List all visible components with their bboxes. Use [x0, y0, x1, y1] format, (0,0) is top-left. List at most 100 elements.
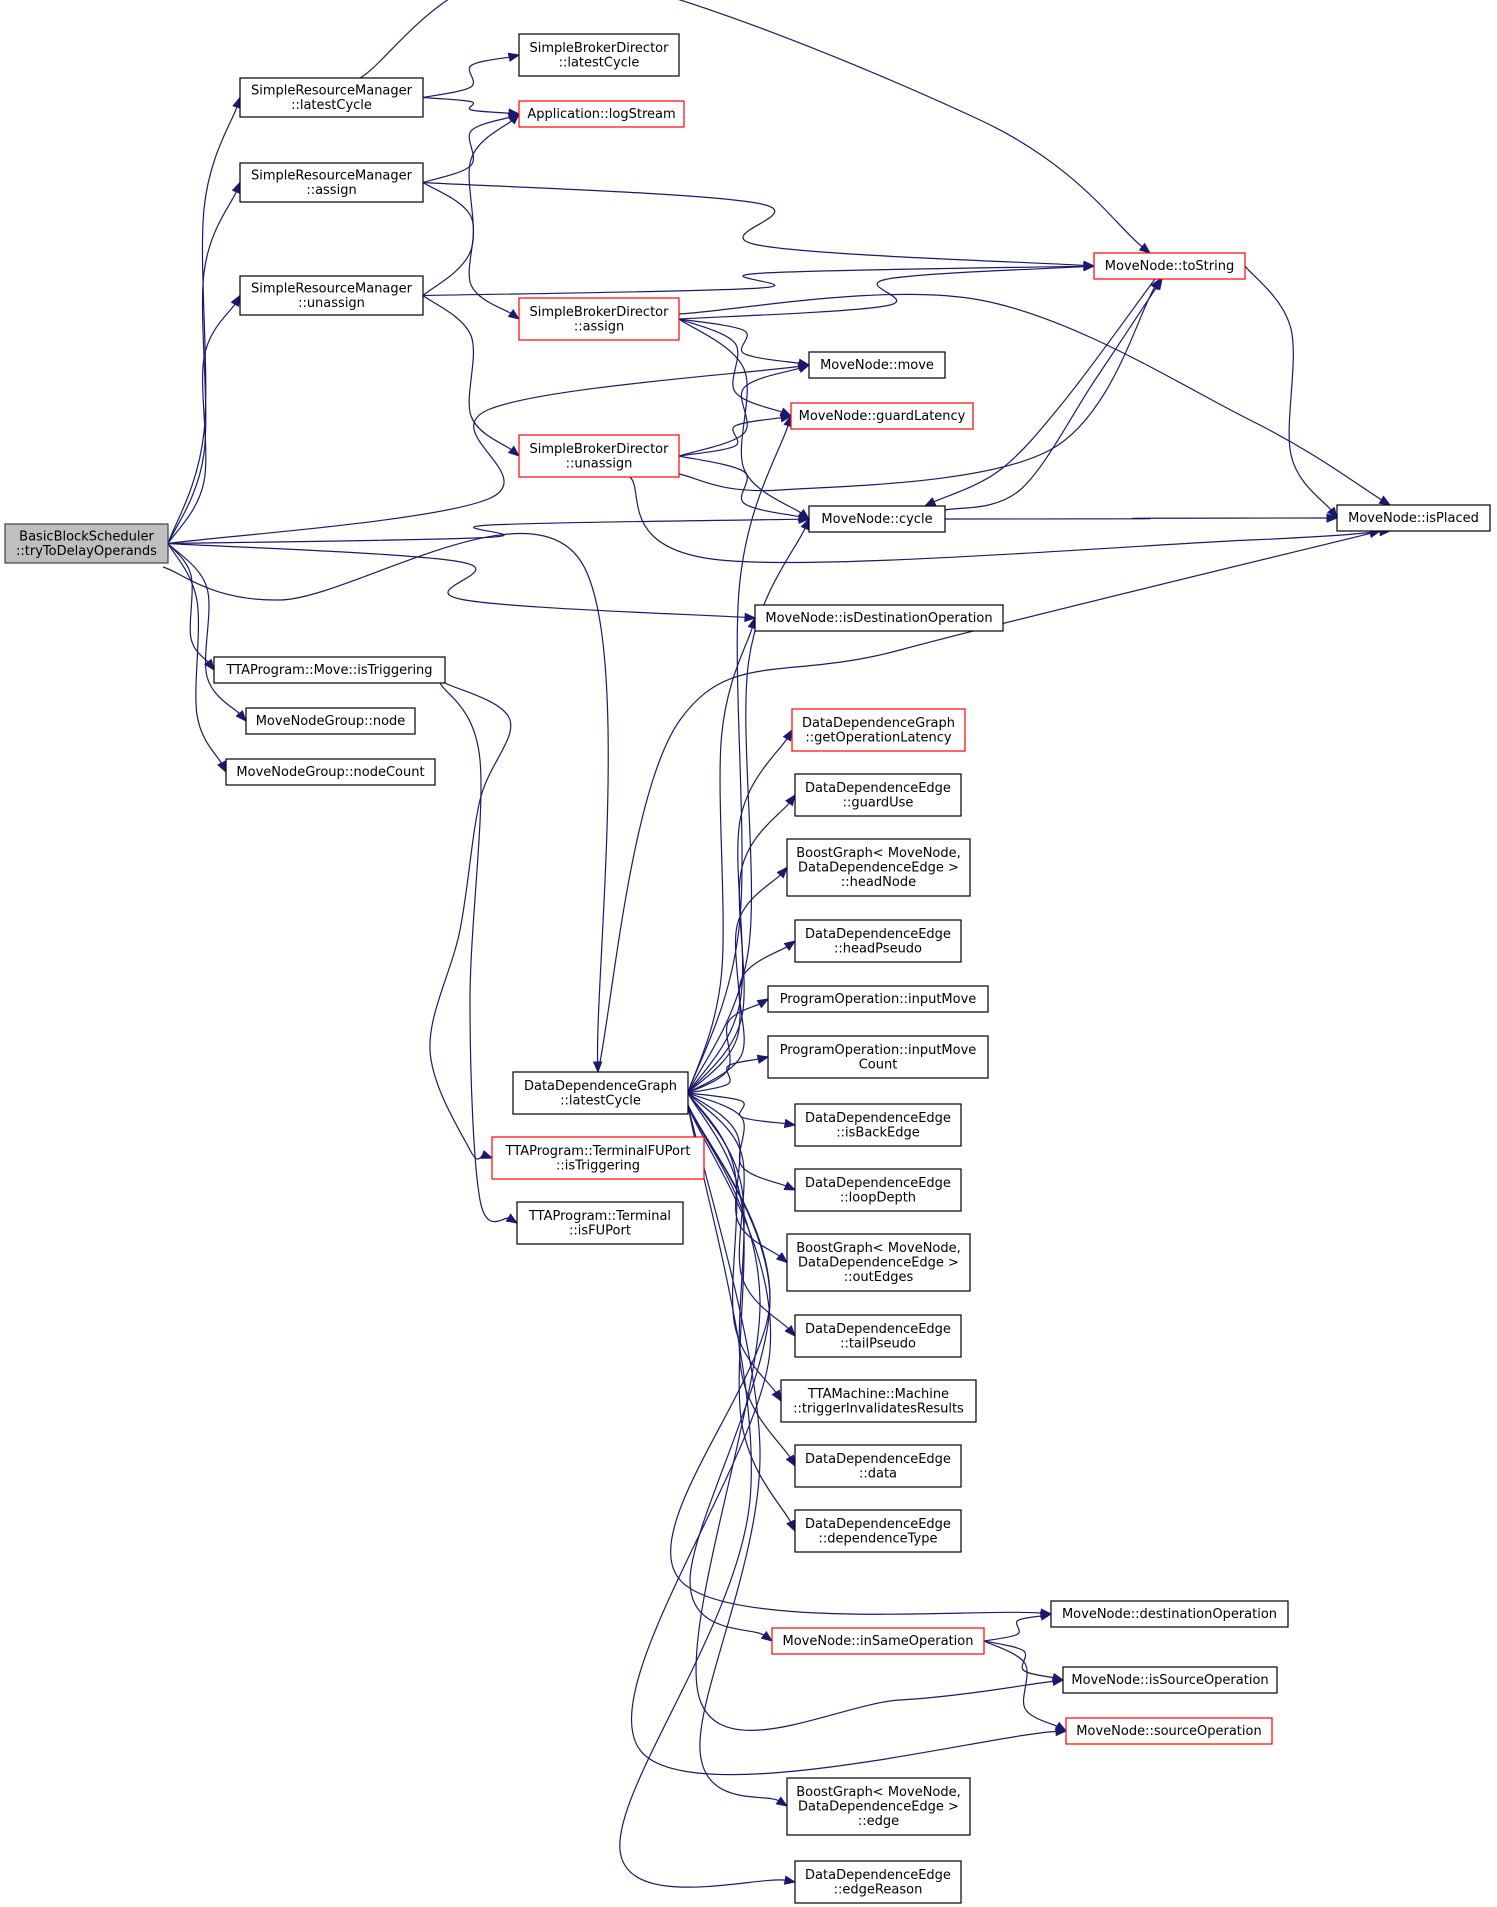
- node-ddg-oplat[interactable]: DataDependenceGraph::getOperationLatency: [791, 708, 966, 752]
- edge-line: [439, 682, 510, 1223]
- node-label: DataDependenceEdge: [805, 781, 951, 796]
- node-label: ::headPseudo: [834, 941, 922, 956]
- edge-ddg_latest-to-dde_headpseudo: [687, 940, 797, 1094]
- node-mng-node[interactable]: MoveNodeGroup::node: [245, 707, 416, 735]
- edge-line: [687, 1092, 790, 1330]
- edge-arrowhead: [1051, 1672, 1065, 1683]
- edge-sbd_unassign-to-mn_guard: [678, 413, 793, 457]
- node-box: [518, 100, 685, 128]
- node-dde-loopdepth[interactable]: DataDependenceEdge::loopDepth: [794, 1168, 962, 1212]
- node-label: ::tryToDelayOperands: [16, 544, 157, 559]
- node-ddg-latest[interactable]: DataDependenceGraph::latestCycle: [512, 1071, 689, 1115]
- edge-line: [678, 416, 783, 457]
- edge-arrowhead: [783, 1875, 797, 1885]
- edge-root-to-srm_assign: [167, 181, 241, 544]
- edge-line: [678, 286, 1156, 492]
- node-sbd-assign[interactable]: SimpleBrokerDirector::assign: [518, 297, 680, 341]
- node-mn-isplaced[interactable]: MoveNode::isPlaced: [1336, 504, 1491, 532]
- node-mn-destop[interactable]: MoveNode::destinationOperation: [1050, 1600, 1289, 1628]
- node-mng-count[interactable]: MoveNodeGroup::nodeCount: [225, 758, 436, 786]
- edge-line: [687, 527, 807, 1094]
- node-bg-edge[interactable]: BoostGraph< MoveNode,DataDependenceEdge …: [786, 1777, 971, 1836]
- edge-srm_assign-to-mn_tostring: [422, 181, 1096, 271]
- node-box: [1050, 1600, 1289, 1628]
- node-mn-isdest[interactable]: MoveNode::isDestinationOperation: [754, 604, 1004, 632]
- node-label: MoveNode::isDestinationOperation: [765, 611, 992, 626]
- node-tta-term-isfu[interactable]: TTAProgram::Terminal::isFUPort: [516, 1201, 684, 1245]
- node-mn-cycle[interactable]: MoveNode::cycle: [808, 505, 946, 533]
- node-box: [1065, 1717, 1273, 1745]
- edge-ddg_latest-to-dde_guarduse: [687, 793, 796, 1094]
- edge-arrowhead: [1138, 242, 1152, 254]
- node-box: [516, 1201, 684, 1245]
- node-sbd-latest[interactable]: SimpleBrokerDirector::latestCycle: [518, 33, 680, 77]
- edge-root-to-mng_node: [167, 543, 247, 723]
- edge-line: [687, 801, 791, 1094]
- edge-root-to-mn_isdest: [167, 542, 757, 623]
- node-dde-headpseudo[interactable]: DataDependenceEdge::headPseudo: [794, 919, 962, 963]
- node-label: MoveNode::inSameOperation: [783, 1634, 974, 1649]
- node-box: [791, 708, 966, 752]
- edge-line: [597, 532, 1372, 1073]
- node-srm-unassign[interactable]: SimpleResourceManager::unassign: [239, 275, 424, 316]
- node-dde-deptype[interactable]: DataDependenceEdge::dependenceType: [794, 1509, 962, 1553]
- node-box: [239, 77, 424, 118]
- edge-arrowhead: [1083, 261, 1096, 272]
- node-label: DataDependenceEdge >: [798, 1256, 959, 1271]
- node-label: ::getOperationLatency: [805, 730, 951, 745]
- node-mn-issrc[interactable]: MoveNode::isSourceOperation: [1062, 1666, 1278, 1694]
- node-tta-tfu-trig[interactable]: TTAProgram::TerminalFUPort::isTriggering: [491, 1136, 705, 1180]
- node-tta-move-trig[interactable]: TTAProgram::Move::isTriggering: [213, 656, 446, 684]
- node-label: Count: [859, 1057, 898, 1072]
- edge-srm_assign-to-sbd_assign: [422, 182, 521, 320]
- edge-arrowhead: [1152, 277, 1163, 291]
- node-mn-insameop[interactable]: MoveNode::inSameOperation: [771, 1627, 985, 1655]
- node-srm-latest[interactable]: SimpleResourceManager::latestCycle: [239, 77, 424, 118]
- edge-arrowhead: [744, 612, 757, 623]
- node-label: MoveNode::toString: [1105, 259, 1234, 274]
- edge-srm_latest-to-mn_tostring: [359, 0, 1152, 254]
- node-label: ::guardUse: [843, 795, 914, 810]
- node-app-log[interactable]: Application::logStream: [518, 100, 685, 128]
- node-po-inputmove[interactable]: ProgramOperation::inputMove: [767, 985, 989, 1013]
- edge-ddg_latest-to-bg_headnode: [687, 866, 788, 1094]
- node-dde-guarduse[interactable]: DataDependenceEdge::guardUse: [794, 773, 962, 817]
- node-box: [518, 33, 680, 77]
- node-dde-tailpseudo[interactable]: DataDependenceEdge::tailPseudo: [794, 1314, 962, 1358]
- node-label: DataDependenceEdge >: [798, 861, 959, 876]
- node-box: [512, 1071, 689, 1115]
- edge-arrowhead: [797, 511, 811, 522]
- edge-line: [422, 116, 511, 184]
- node-label: ::isBackEdge: [836, 1125, 919, 1140]
- edge-line: [687, 1092, 792, 1459]
- node-box: [794, 1168, 962, 1212]
- node-bg-headnode[interactable]: BoostGraph< MoveNode,DataDependenceEdge …: [786, 838, 971, 897]
- node-ttam-trigger[interactable]: TTAMachine::Machine::triggerInvalidatesR…: [780, 1379, 977, 1423]
- edge-arrowhead: [1054, 1721, 1068, 1732]
- node-mn-srcop[interactable]: MoveNode::sourceOperation: [1065, 1717, 1273, 1745]
- node-mn-move[interactable]: MoveNode::move: [808, 351, 946, 379]
- node-mn-guard[interactable]: MoveNode::guardLatency: [790, 402, 974, 430]
- edge-arrowhead: [507, 309, 521, 320]
- edge-line: [678, 367, 801, 457]
- node-dde-data[interactable]: DataDependenceEdge::data: [794, 1444, 962, 1488]
- edge-arrowhead: [756, 1054, 770, 1064]
- edge-arrowhead: [785, 1454, 796, 1468]
- node-mn-tostring[interactable]: MoveNode::toString: [1093, 252, 1246, 280]
- edge-arrowhead: [776, 866, 788, 879]
- node-box: [771, 1627, 985, 1655]
- node-box: [794, 1860, 962, 1904]
- node-label: SimpleResourceManager: [251, 83, 413, 98]
- node-bg-outedges[interactable]: BoostGraph< MoveNode,DataDependenceEdge …: [786, 1233, 971, 1292]
- node-dde-edgereason[interactable]: DataDependenceEdge::edgeReason: [794, 1860, 962, 1904]
- node-label: ::latestCycle: [560, 1093, 641, 1108]
- edge-line: [631, 1104, 1058, 1776]
- edge-sbd_assign-to-mn_isplaced: [678, 293, 1392, 506]
- node-sbd-unassign[interactable]: SimpleBrokerDirector::unassign: [518, 434, 680, 478]
- node-dde-isbackedge[interactable]: DataDependenceEdge::isBackEdge: [794, 1103, 962, 1147]
- node-label: ::assign: [306, 183, 356, 198]
- node-label: DataDependenceGraph: [524, 1079, 677, 1094]
- node-srm-assign[interactable]: SimpleResourceManager::assign: [239, 162, 424, 203]
- edge-line: [687, 424, 789, 1094]
